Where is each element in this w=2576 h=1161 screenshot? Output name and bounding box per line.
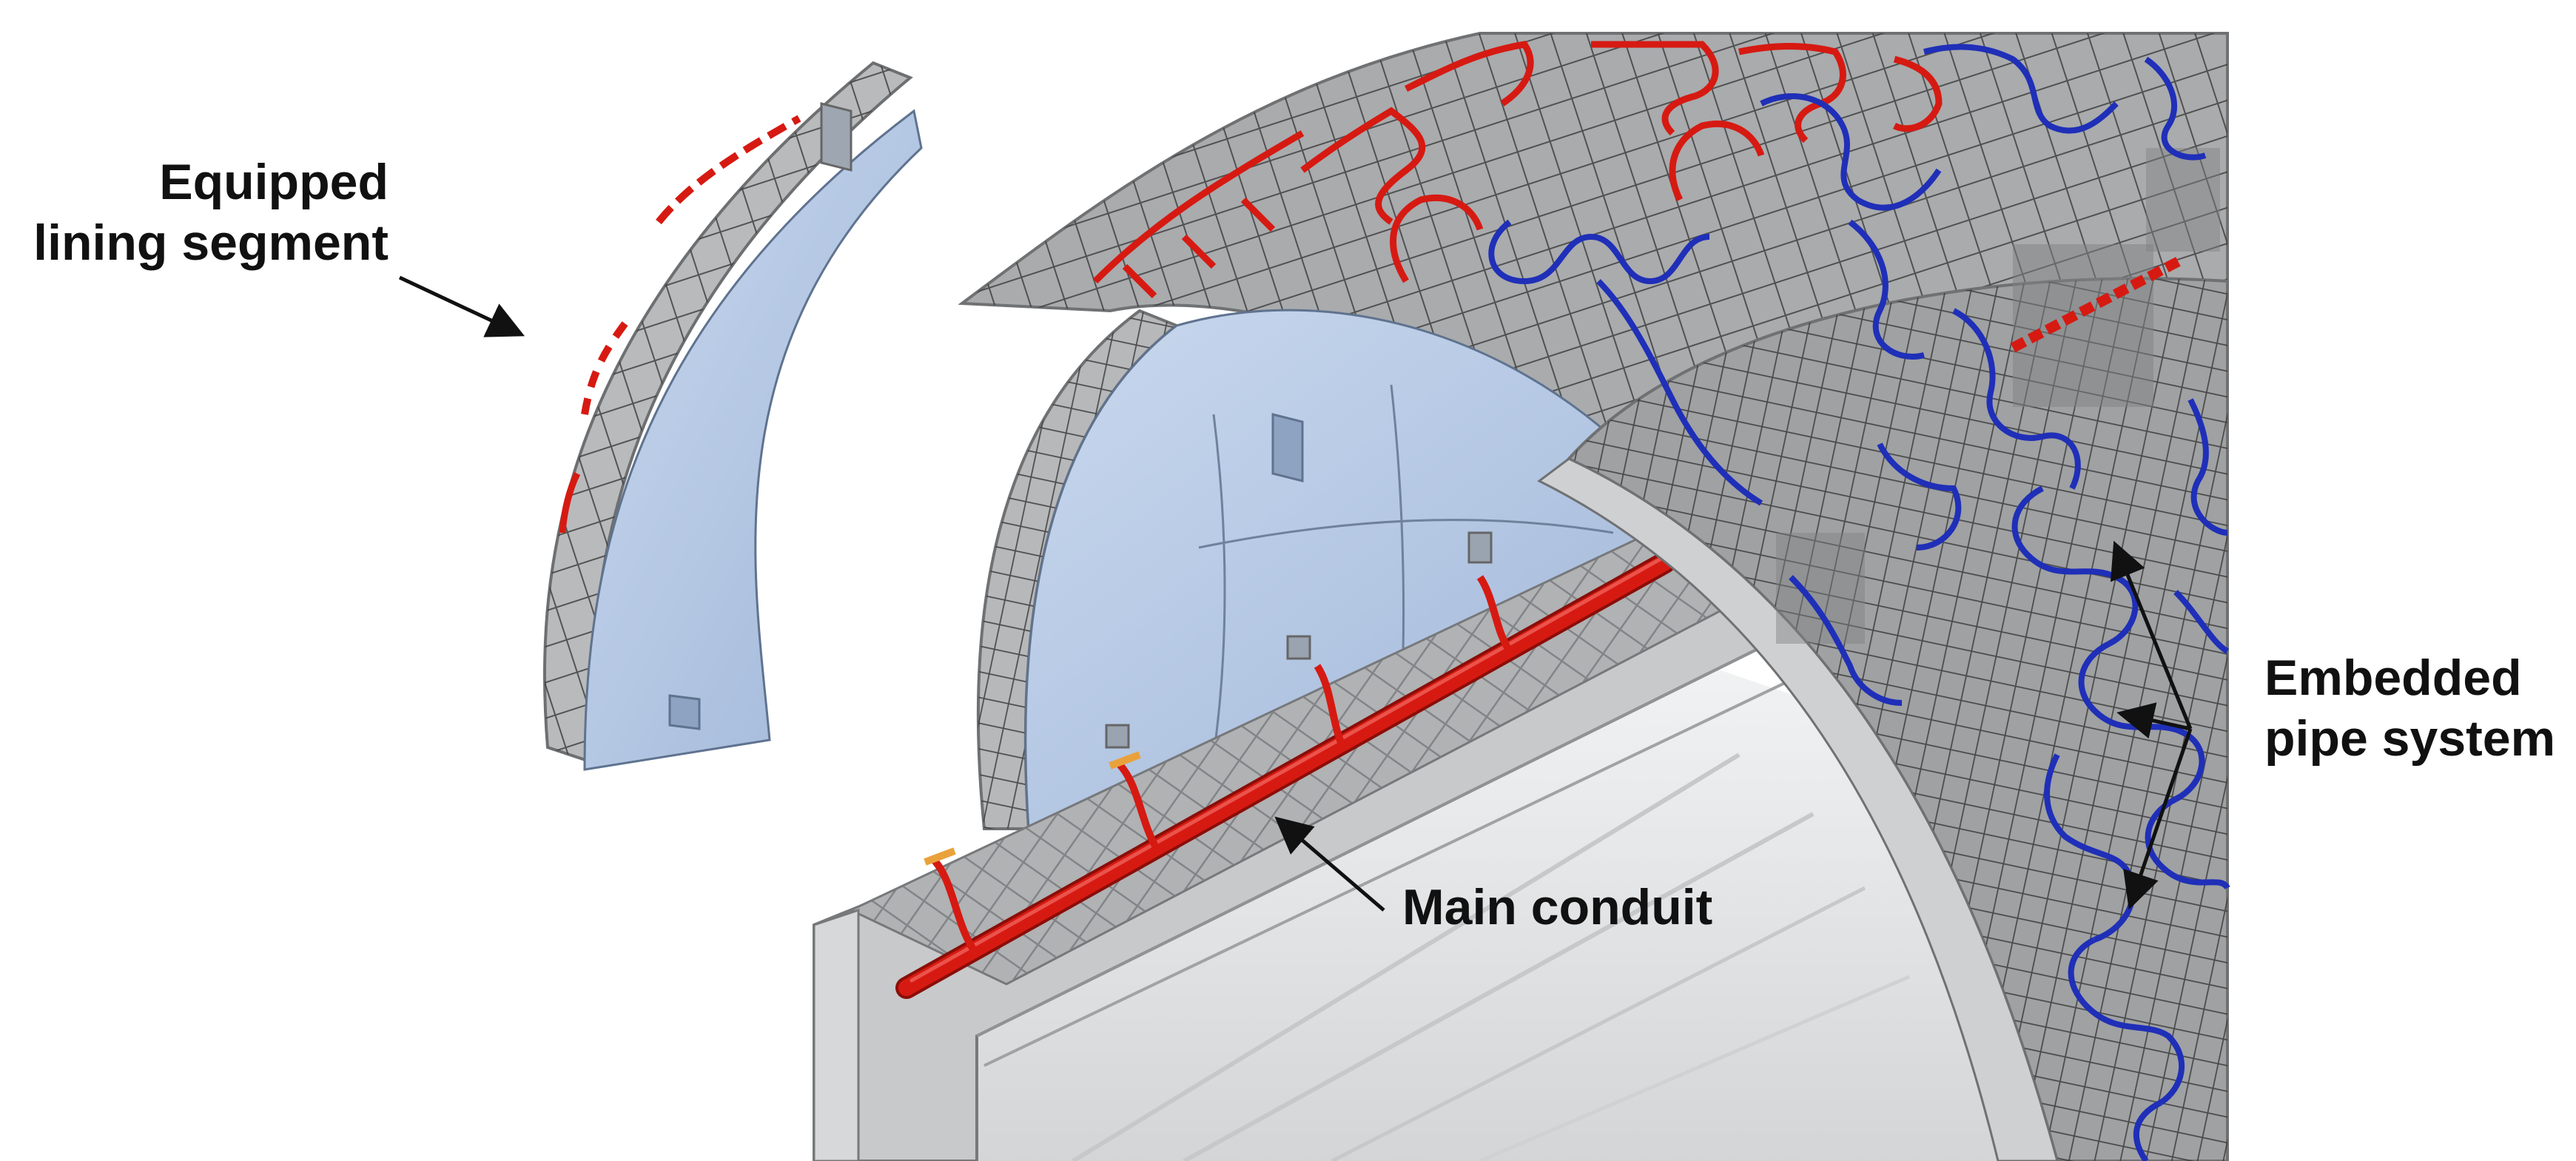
tunnel-assembly — [813, 32, 2230, 1161]
arrow-to-lining-segment — [398, 275, 525, 337]
label-equipped-lining-segment: Equipped lining segment — [22, 152, 389, 273]
label-main-conduit-text: Main conduit — [1402, 879, 1713, 935]
label-embedded-line-2: pipe system — [2264, 710, 2556, 767]
conduit-risers — [924, 531, 1513, 957]
arrow-to-pipe-middle — [2116, 702, 2191, 739]
arrow-to-pipe-upper — [2110, 540, 2193, 730]
label-equipped-line-2: lining segment — [33, 215, 389, 271]
label-embedded-pipe-system: Embedded pipe system — [2264, 647, 2555, 769]
label-main-conduit: Main conduit — [1402, 877, 1712, 938]
arrow-to-main-conduit — [1274, 816, 1385, 912]
label-embedded-line-1: Embedded — [2264, 650, 2522, 706]
annotation-arrows — [398, 275, 2193, 912]
heating-pipe-loops — [1092, 41, 1943, 299]
arrow-to-pipe-lower — [2123, 728, 2193, 910]
label-equipped-line-1: Equipped — [159, 154, 389, 210]
detached-lining-segment — [542, 61, 923, 771]
embedded-pipe-loops — [1488, 44, 2230, 1161]
